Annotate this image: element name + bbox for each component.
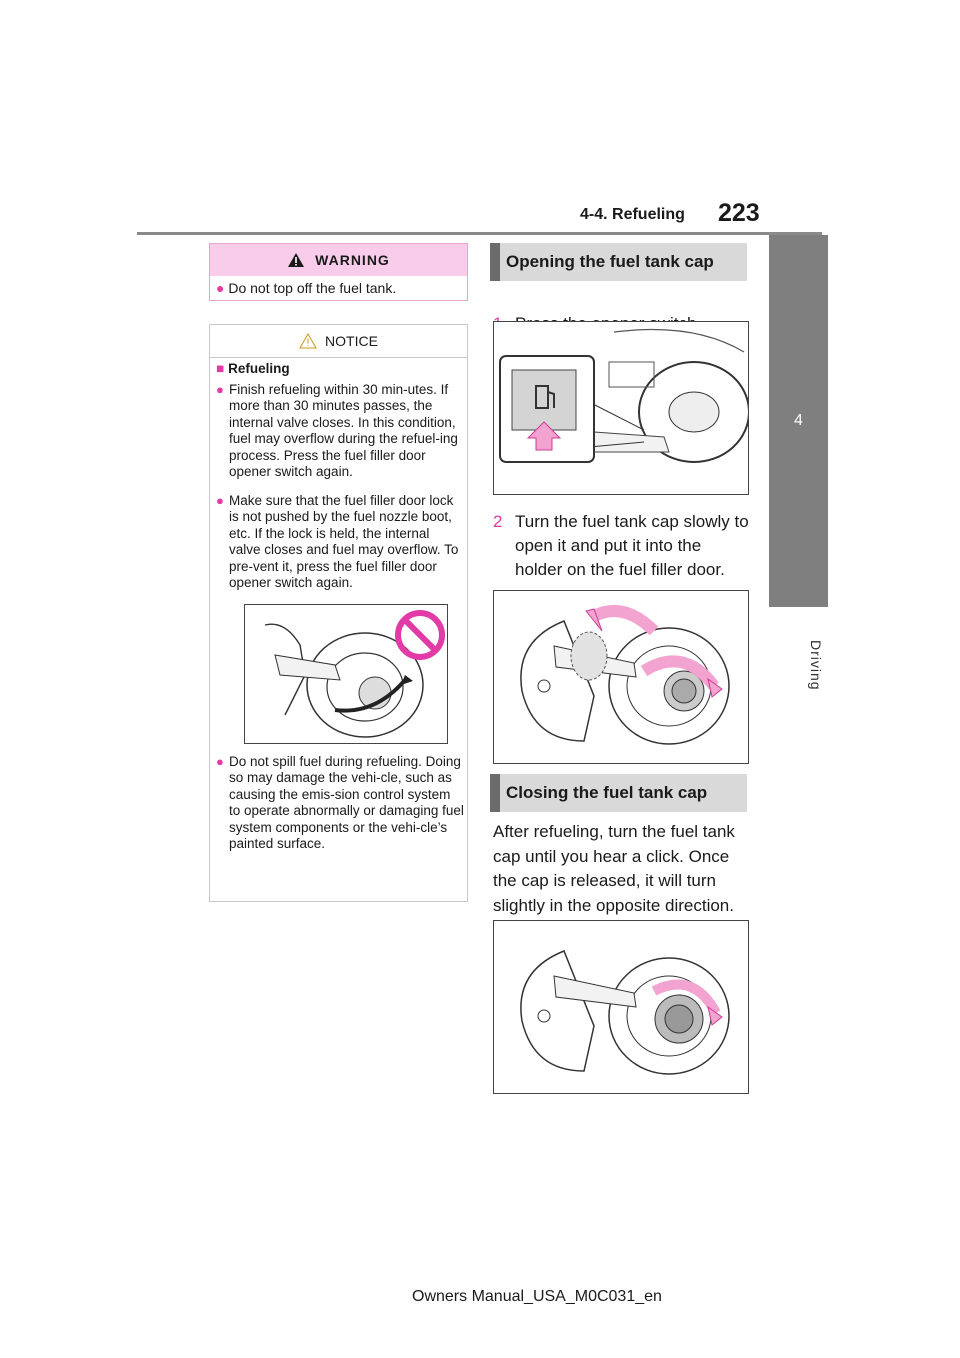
warning-box: WARNING ● Do not top off the fuel tank. <box>209 243 468 301</box>
caution-outline-icon <box>299 333 317 349</box>
open-fuel-cap-figure <box>493 590 749 764</box>
page-number: 223 <box>718 199 760 227</box>
header-divider <box>137 232 822 235</box>
close-fuel-cap-figure <box>493 920 749 1094</box>
square-bullet-icon: ■ <box>216 361 225 376</box>
notice-item: ● Finish refueling within 30 min-utes. I… <box>216 381 458 480</box>
closing-instructions: After refueling, turn the fuel tank cap … <box>493 822 735 915</box>
warning-title: WARNING <box>315 252 390 268</box>
chapter-number: 4 <box>794 412 803 429</box>
chapter-label: Driving <box>808 640 824 691</box>
notice-title: NOTICE <box>325 333 378 349</box>
warning-triangle-icon <box>288 253 305 267</box>
notice-header: NOTICE <box>210 325 467 358</box>
warning-text: Do not top off the fuel tank. <box>228 280 397 296</box>
notice-item: ● Do not spill fuel during refueling. Do… <box>216 753 464 852</box>
bullet-icon: ● <box>216 753 224 769</box>
notice-item: ● Make sure that the fuel filler door lo… <box>216 492 459 591</box>
warning-item: ● Do not top off the fuel tank. <box>216 280 397 296</box>
warning-header: WARNING <box>210 244 467 276</box>
footer-document-id: Owners Manual_USA_M0C031_en <box>412 1288 662 1305</box>
section-title: 4-4. Refueling <box>580 206 685 223</box>
opening-section-heading: Opening the fuel tank cap <box>490 243 747 281</box>
opener-switch-figure <box>493 321 750 495</box>
bullet-icon: ● <box>216 492 224 508</box>
bullet-icon: ● <box>216 381 224 397</box>
notice-content: ■Refueling ● Finish refueling within 30 … <box>216 361 464 865</box>
fuel-nozzle-prohibited-illustration <box>244 603 448 744</box>
chapter-tab[interactable]: 4 <box>769 235 828 607</box>
notice-subheading: ■Refueling <box>216 361 290 376</box>
notice-box: NOTICE ■Refueling ● Finish refueling wit… <box>209 324 468 902</box>
closing-section-heading: Closing the fuel tank cap <box>490 774 747 812</box>
